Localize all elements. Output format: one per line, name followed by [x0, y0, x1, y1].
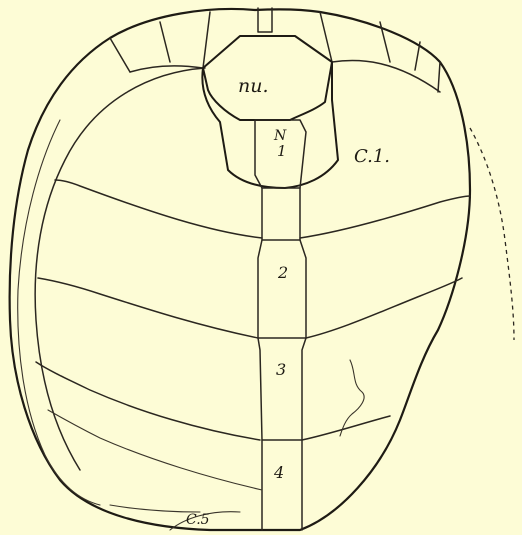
label-neural-1-bottom: 1	[277, 142, 287, 160]
costal-suture-left-2	[38, 278, 258, 338]
neural-column-left	[258, 188, 262, 530]
costal-suture-right-3	[302, 416, 390, 440]
costal-suture-left-3	[36, 362, 260, 440]
label-costal-5: C.5	[186, 512, 210, 528]
neural-column-right	[300, 188, 306, 530]
costal-suture-left-1	[55, 180, 262, 238]
costal-suture-right-1	[300, 196, 470, 238]
top-inner-margin-line	[130, 60, 440, 92]
label-nuchal: nu.	[238, 75, 269, 97]
left-margin-outer-line	[18, 120, 100, 505]
right-dashed-line	[470, 128, 514, 340]
bottom-suture-lines	[110, 505, 240, 530]
top-marginal-sutures	[110, 8, 440, 92]
left-margin-inner-line	[35, 68, 205, 470]
costal-suture-left-4	[48, 410, 262, 490]
label-neural-3: 3	[276, 360, 286, 379]
label-costal-1: C.1.	[354, 146, 390, 167]
label-neural-2: 2	[277, 263, 288, 282]
nuchal-bone-suture	[202, 62, 338, 188]
label-neural-4: 4	[273, 463, 284, 482]
